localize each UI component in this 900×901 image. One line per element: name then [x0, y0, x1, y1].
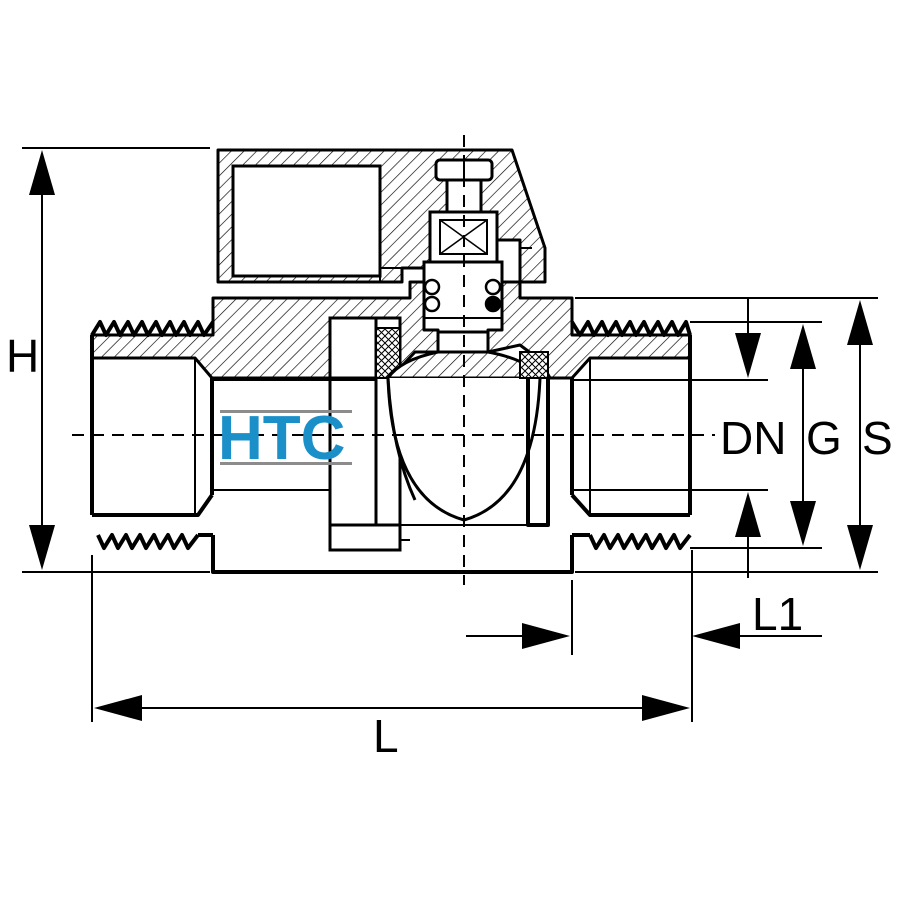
- label-dn: DN: [720, 412, 786, 464]
- label-s: S: [862, 412, 893, 464]
- htc-logo: HTC: [218, 404, 352, 473]
- label-l: L: [373, 710, 399, 762]
- ball-and-seats: [328, 316, 550, 552]
- logo-text: HTC: [218, 404, 345, 473]
- male-thread-left-top: [90, 320, 215, 337]
- label-h: H: [6, 330, 39, 382]
- male-thread-left-bottom: [96, 533, 200, 550]
- dimension-l: L: [91, 550, 693, 762]
- label-l1: L1: [752, 588, 803, 640]
- dimension-s: S: [575, 297, 893, 573]
- dimension-dn: DN: [595, 298, 786, 578]
- dimension-l1: L1: [466, 580, 822, 655]
- dimension-g: G: [690, 321, 842, 549]
- dimension-h: H: [6, 147, 210, 573]
- male-thread-right-bottom: [588, 533, 692, 550]
- label-g: G: [806, 412, 842, 464]
- male-thread-right-top: [570, 320, 692, 337]
